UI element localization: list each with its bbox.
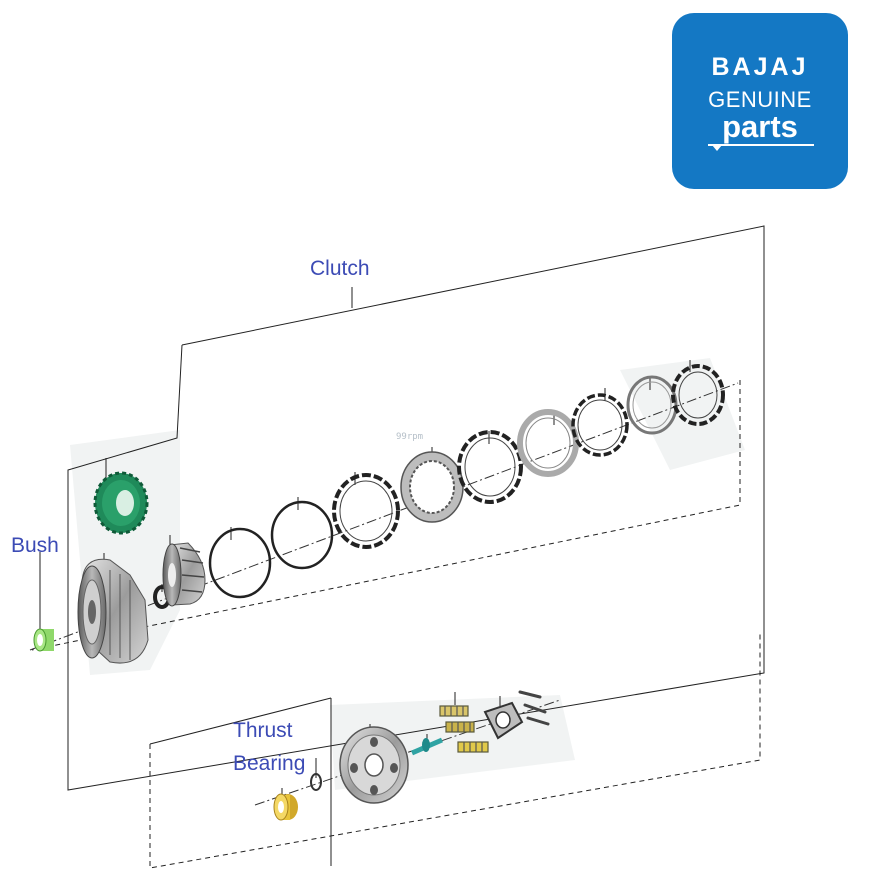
pressure-plate-dashed-box <box>149 632 761 869</box>
logo-parts: parts <box>722 109 798 144</box>
clutch-springs-part <box>439 705 489 753</box>
thrust-bearing-part <box>273 793 298 821</box>
friction-plate-2 <box>457 430 523 504</box>
friction-plate-3 <box>571 393 629 457</box>
friction-plate-1 <box>332 473 400 549</box>
clutch-hub-part <box>162 542 206 607</box>
primary-gear-part <box>93 471 149 535</box>
clutch-plate-1 <box>208 527 272 599</box>
logo-tick <box>712 145 722 151</box>
release-rod-part <box>411 737 443 756</box>
clutch-label: Clutch <box>310 257 370 280</box>
clutch-axis-line <box>29 382 739 651</box>
steel-plate-2 <box>517 409 579 477</box>
pressure-plate-part <box>339 726 409 804</box>
watermark-text: 99rpm <box>396 432 423 442</box>
logo-genuine: GENUINE <box>708 87 812 112</box>
bolts-part <box>518 690 550 726</box>
steel-plate-3 <box>626 375 678 435</box>
bush-part <box>33 628 54 652</box>
steel-plate-1 <box>400 451 464 523</box>
friction-plate-4 <box>671 364 725 426</box>
bajaj-genuine-parts-logo: BAJAJ GENUINE parts <box>672 13 848 189</box>
bush-label: Bush <box>11 534 59 557</box>
clutch-dashed-box <box>31 380 741 651</box>
clutch-panel-outline <box>67 225 765 791</box>
logo-underline <box>708 144 814 146</box>
logo-brand: BAJAJ <box>711 53 809 81</box>
thrust-bearing-label-line2: Bearing <box>233 752 306 775</box>
lower-washer-part <box>310 773 322 791</box>
lifter-plate-part <box>483 701 524 740</box>
thrust-bearing-label-line1: Thrust <box>233 719 293 742</box>
clutch-housing-part <box>77 558 149 664</box>
clutch-plate-2 <box>270 500 334 570</box>
pressure-plate-panel-outline <box>149 697 332 866</box>
